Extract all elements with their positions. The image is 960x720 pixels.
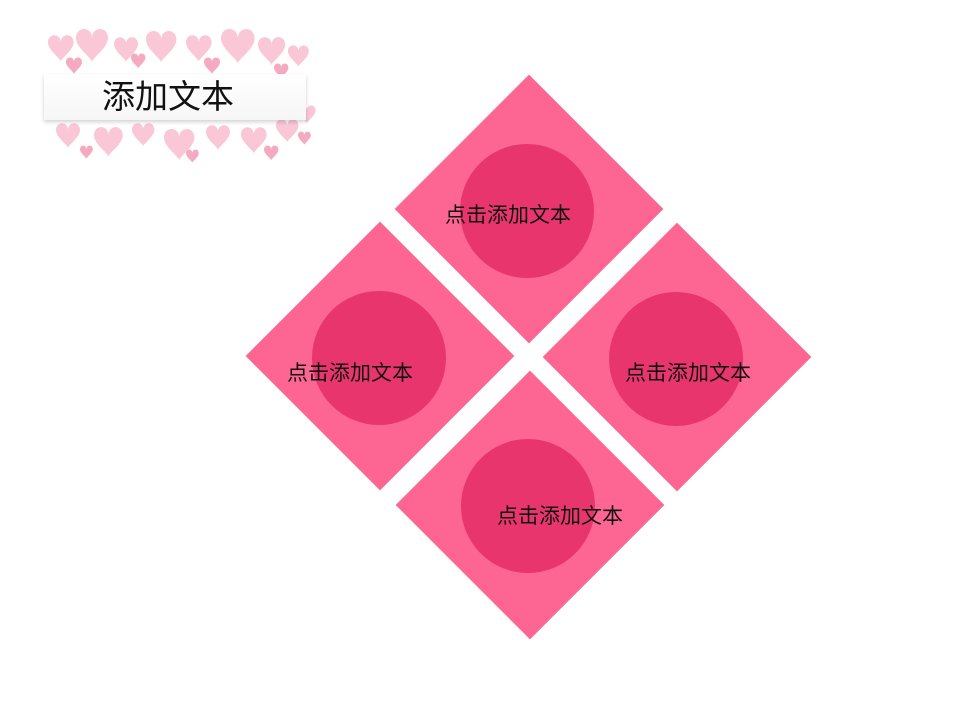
tile-label-left[interactable]: 点击添加文本 <box>287 361 413 385</box>
circle-left <box>312 291 446 425</box>
circle-bottom <box>461 439 595 573</box>
page-title: 添加文本 <box>102 77 234 116</box>
tile-label-bottom[interactable]: 点击添加文本 <box>497 504 623 528</box>
tile-label-right[interactable]: 点击添加文本 <box>625 361 751 385</box>
tile-label-top[interactable]: 点击添加文本 <box>445 203 571 227</box>
circle-top <box>460 144 594 278</box>
circle-right <box>609 292 743 426</box>
title-banner <box>44 74 306 120</box>
